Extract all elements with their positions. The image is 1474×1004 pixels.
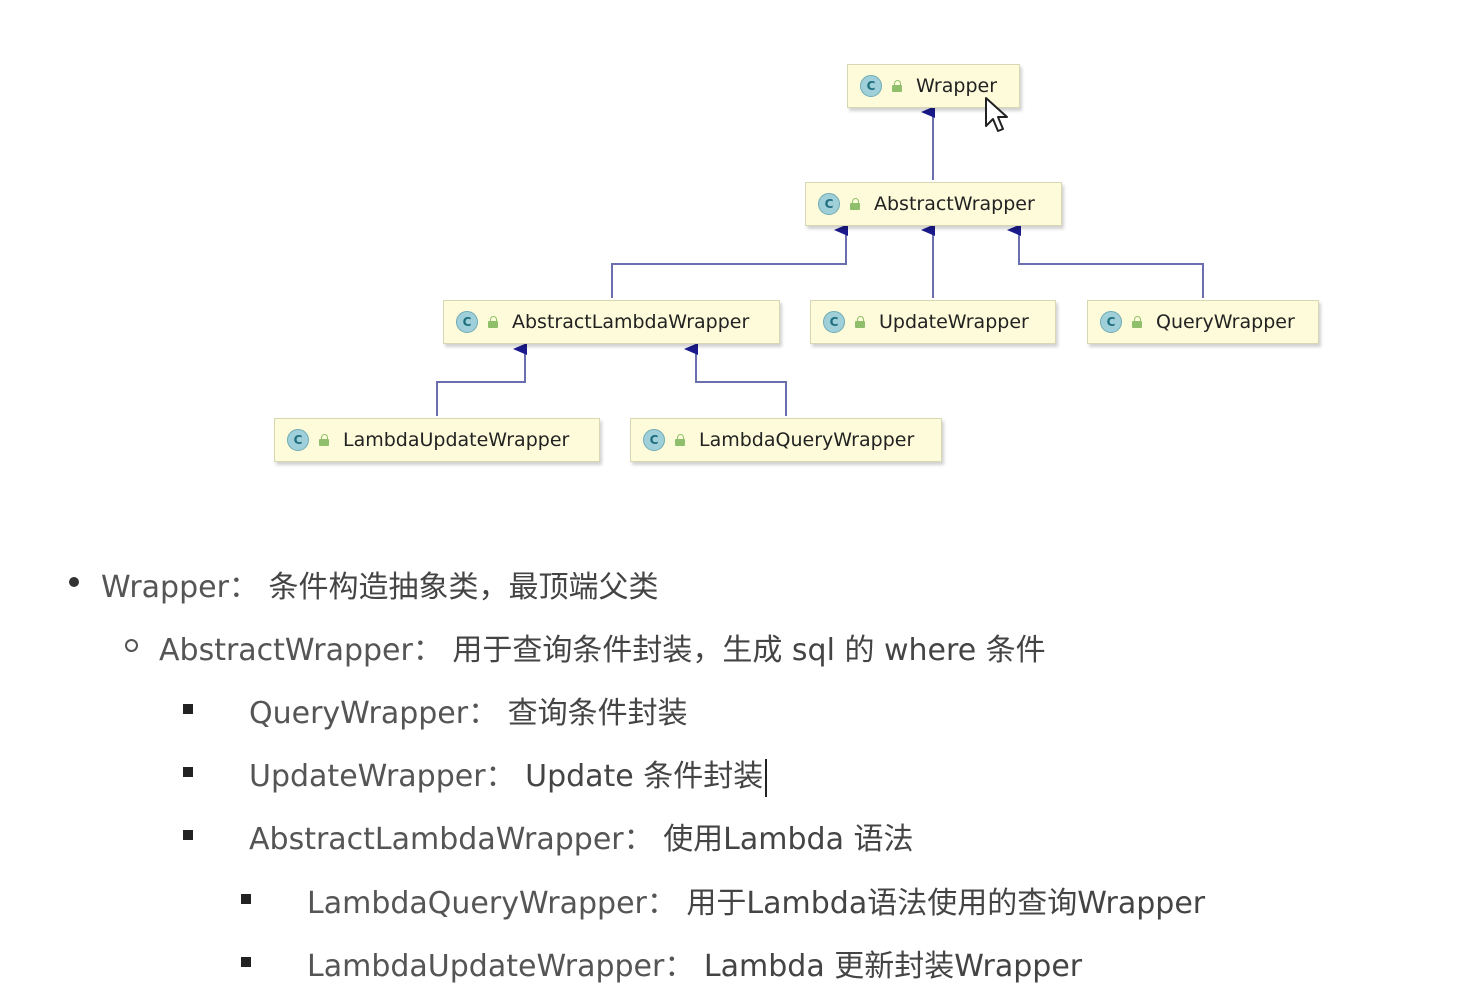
item-term: AbstractWrapper： (159, 633, 443, 668)
text-caret (765, 758, 768, 797)
edge-abstractlambda-to-abstract (611, 224, 848, 298)
access-icon (486, 315, 500, 329)
node-wrapper[interactable]: C Wrapper (847, 64, 1020, 108)
item-term: AbstractLambdaWrapper： (249, 822, 654, 857)
node-abstract-wrapper[interactable]: C AbstractWrapper (805, 182, 1062, 226)
disc-bullet (69, 577, 79, 587)
square-bullet (183, 830, 193, 840)
class-icon: C (823, 311, 845, 333)
node-label: AbstractWrapper (874, 193, 1035, 215)
node-label: LambdaQueryWrapper (699, 429, 915, 451)
item-desc: Update 条件封装 (525, 759, 764, 794)
access-icon (848, 197, 862, 211)
item-desc: 用于查询条件封装，生成 sql 的 where 条件 (452, 633, 1046, 668)
access-icon (317, 433, 331, 447)
circle-bullet (125, 639, 138, 652)
list-item-abstract-lambda-wrapper: AbstractLambdaWrapper： 使用Lambda 语法 (249, 814, 914, 858)
square-bullet (241, 957, 251, 967)
mouse-pointer-icon (985, 97, 1008, 132)
list-item-update-wrapper: UpdateWrapper： Update 条件封装 (249, 751, 768, 797)
node-update-wrapper[interactable]: C UpdateWrapper (810, 300, 1056, 344)
node-lambda-query-wrapper[interactable]: C LambdaQueryWrapper (630, 418, 942, 462)
item-desc: 使用Lambda 语法 (663, 822, 914, 857)
node-query-wrapper[interactable]: C QueryWrapper (1087, 300, 1319, 344)
node-label: UpdateWrapper (879, 311, 1029, 333)
edge-lambdaupdate-to-abstractlambda (436, 343, 527, 416)
access-icon (890, 79, 904, 93)
node-label: Wrapper (916, 75, 998, 97)
item-desc: 条件构造抽象类，最顶端父类 (268, 570, 659, 605)
node-label: AbstractLambdaWrapper (512, 311, 750, 333)
access-icon (853, 315, 867, 329)
class-icon: C (860, 75, 882, 97)
edge-query-to-abstract (1007, 224, 1204, 298)
item-desc: 用于Lambda语法使用的查询Wrapper (686, 886, 1206, 921)
item-desc: Lambda 更新封装Wrapper (703, 949, 1083, 984)
item-term: UpdateWrapper： (249, 759, 516, 794)
list-item-lambda-update-wrapper: LambdaUpdateWrapper： Lambda 更新封装Wrapper (307, 941, 1082, 985)
edge-lambdaquery-to-abstractlambda (684, 343, 787, 416)
node-abstract-lambda-wrapper[interactable]: C AbstractLambdaWrapper (443, 300, 780, 344)
item-term: QueryWrapper： (249, 696, 499, 731)
item-desc: 查询条件封装 (507, 696, 688, 731)
item-term: LambdaUpdateWrapper： (307, 949, 695, 984)
class-hierarchy-diagram: C Wrapper C AbstractWrapper C AbstractLa… (0, 0, 1474, 500)
access-icon (673, 433, 687, 447)
square-bullet (183, 704, 193, 714)
node-label: LambdaUpdateWrapper (343, 429, 570, 451)
class-icon: C (643, 429, 665, 451)
square-bullet (183, 767, 193, 777)
class-icon: C (818, 193, 840, 215)
item-term: LambdaQueryWrapper： (307, 886, 677, 921)
list-item-lambda-query-wrapper: LambdaQueryWrapper： 用于Lambda语法使用的查询Wrapp… (307, 878, 1205, 922)
class-icon: C (287, 429, 309, 451)
node-lambda-update-wrapper[interactable]: C LambdaUpdateWrapper (274, 418, 600, 462)
square-bullet (241, 894, 251, 904)
list-item-query-wrapper: QueryWrapper： 查询条件封装 (249, 688, 688, 732)
list-item-wrapper: Wrapper： 条件构造抽象类，最顶端父类 (101, 562, 658, 606)
access-icon (1130, 315, 1144, 329)
class-icon: C (456, 311, 478, 333)
class-icon: C (1100, 311, 1122, 333)
list-item-abstract-wrapper: AbstractWrapper： 用于查询条件封装，生成 sql 的 where… (159, 625, 1046, 669)
node-label: QueryWrapper (1156, 311, 1295, 333)
item-term: Wrapper： (101, 570, 259, 605)
diagram-edges (436, 106, 1204, 416)
